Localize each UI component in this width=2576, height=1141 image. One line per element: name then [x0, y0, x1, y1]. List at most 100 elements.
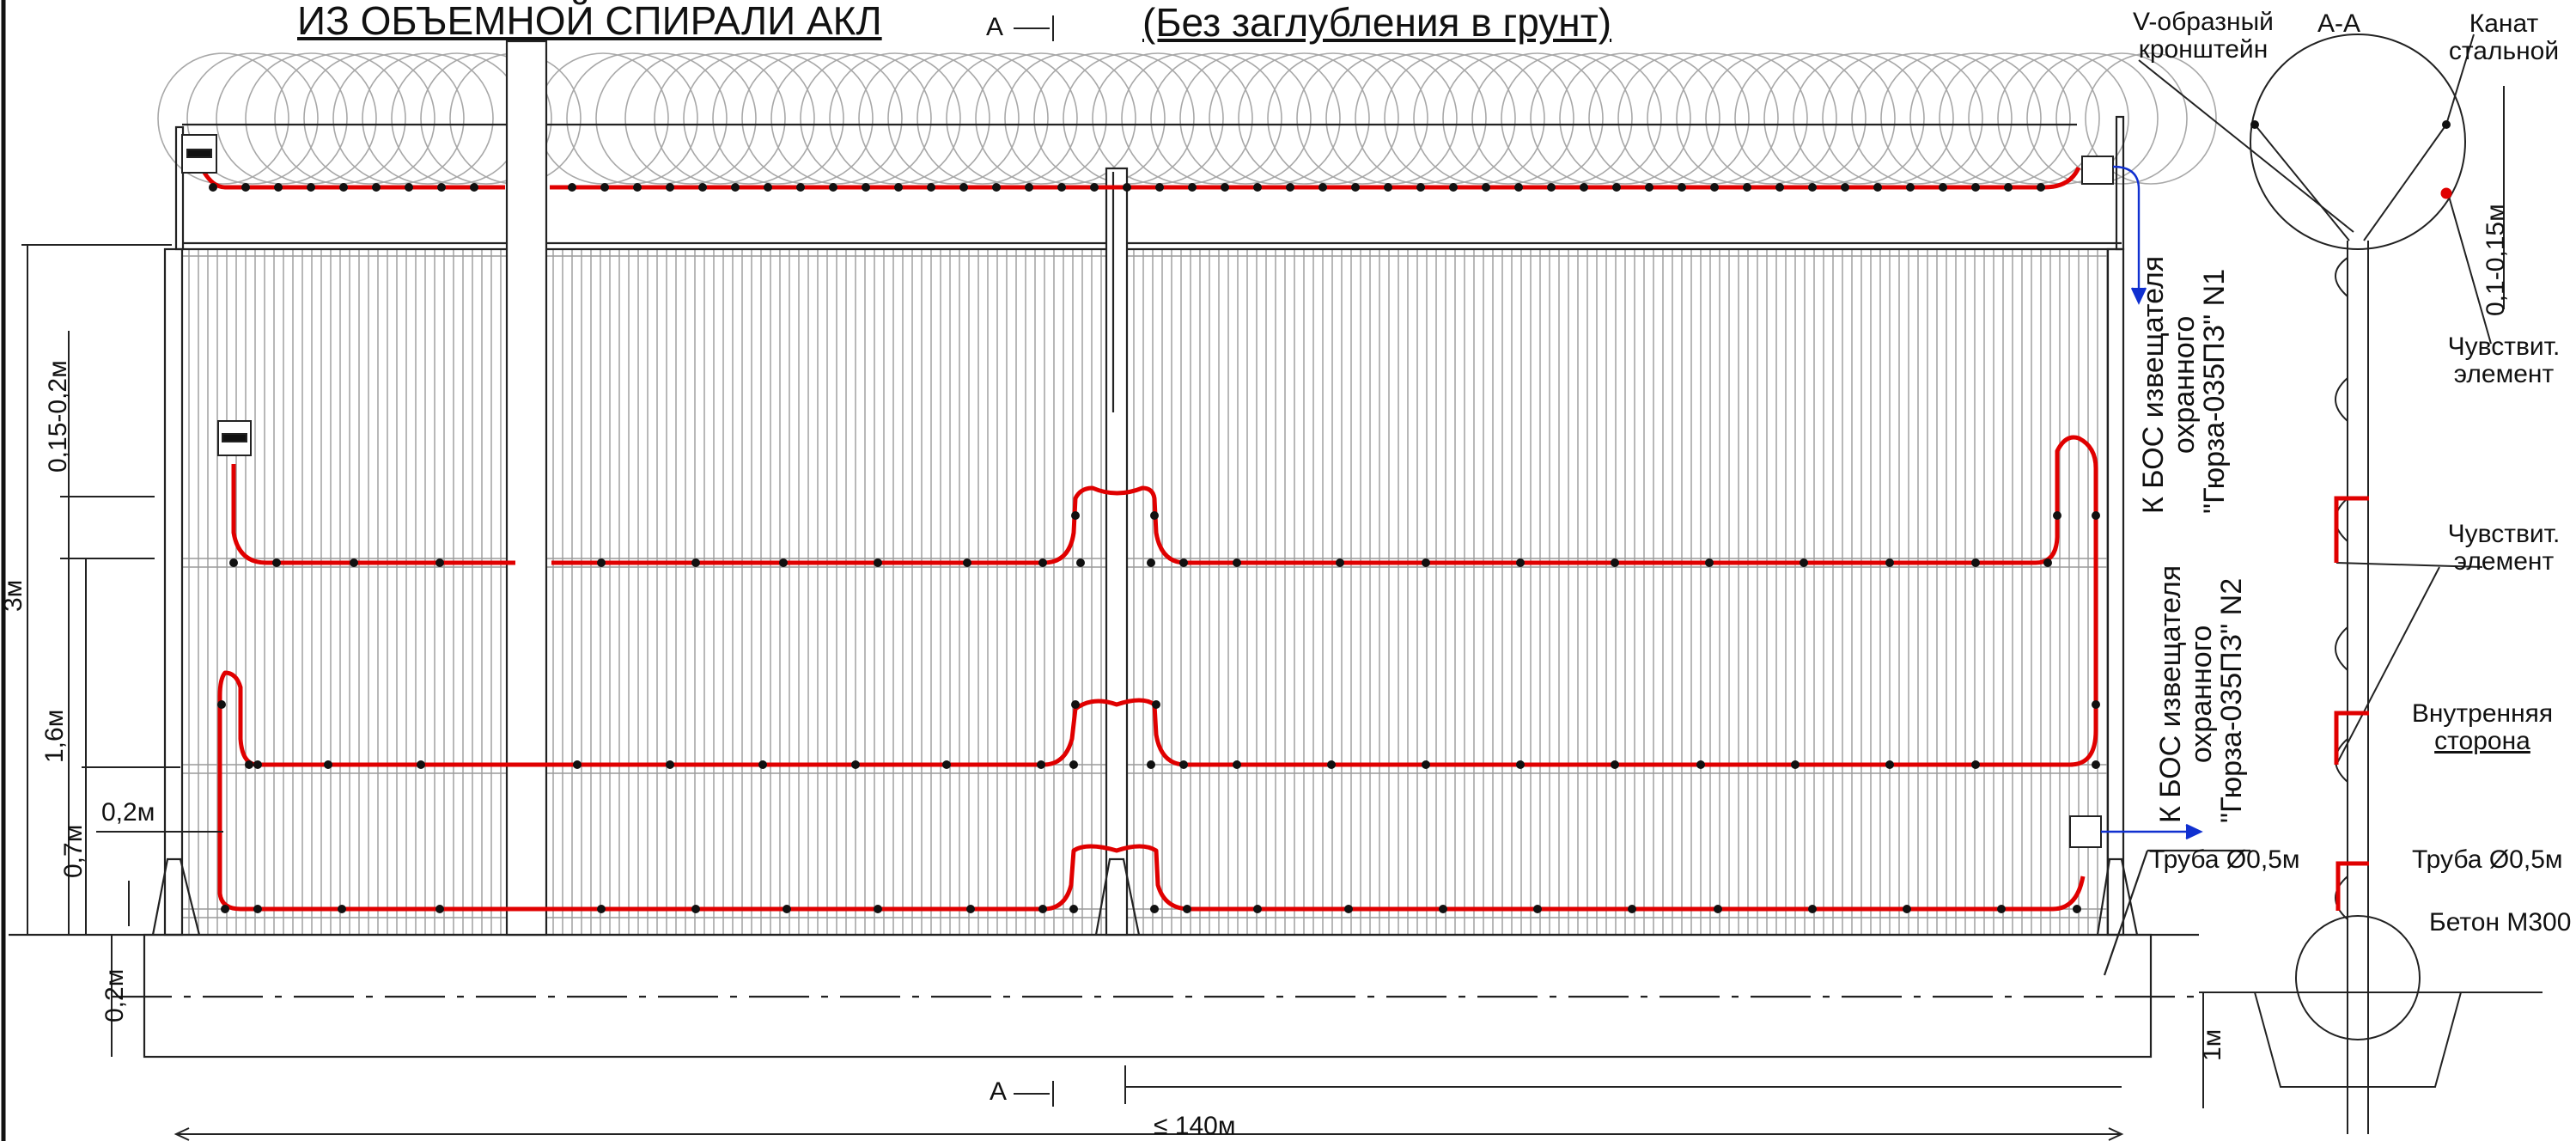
- spiral-loop: [1413, 52, 1545, 185]
- spiral-loop: [1559, 52, 1691, 185]
- bos-n1-line1: К БОС извещателя: [2137, 255, 2170, 514]
- spiral-loop: [216, 52, 348, 185]
- wire-clip: [691, 905, 700, 913]
- wire-clip: [1612, 183, 1621, 192]
- wire-clip: [2004, 183, 2013, 192]
- junction-boxes: [181, 134, 2114, 848]
- wire-clip: [1710, 183, 1719, 192]
- wire-clip: [350, 558, 358, 567]
- sensing-wires: [197, 162, 2098, 912]
- wire-clip: [1150, 905, 1159, 913]
- wire-clip: [927, 183, 935, 192]
- spiral-loop: [595, 52, 728, 185]
- spiral-loop: [1501, 52, 1633, 185]
- mesh-profile: [2335, 257, 2348, 920]
- wire-clip: [1025, 183, 1033, 192]
- wire-clip: [1841, 183, 1849, 192]
- wire-clip: [573, 760, 582, 769]
- wire-clip: [1971, 558, 1980, 567]
- wire-clip: [963, 558, 971, 567]
- wire-clip: [1547, 183, 1556, 192]
- concrete-label: Бетон М300: [2429, 908, 2572, 937]
- section-mark-bottom-label: А: [990, 1077, 1008, 1106]
- spiral-loop: [917, 52, 1049, 185]
- pipe-leader: [2103, 850, 2149, 976]
- wire-clip: [1873, 183, 1882, 192]
- wire-clip: [1038, 558, 1047, 567]
- wire-clip: [796, 183, 805, 192]
- spiral-loop: [1617, 52, 1750, 185]
- spiral-loop: [1238, 52, 1370, 185]
- wire-clip: [1179, 760, 1188, 769]
- wire-clip: [1714, 905, 1722, 913]
- wire-clip: [2092, 511, 2100, 520]
- spiral-loop: [1968, 52, 2100, 185]
- wire-clip: [307, 183, 315, 192]
- wire-clip: [666, 760, 674, 769]
- spiral-loop: [624, 52, 757, 185]
- wire-upper: [217, 435, 2098, 912]
- sensitive-mark-3: [2335, 861, 2369, 911]
- wire-clip: [274, 183, 283, 192]
- leader-sensitive-mid: [2335, 562, 2483, 568]
- wire-clip: [1808, 905, 1817, 913]
- wire-clip: [245, 760, 253, 769]
- wire-clip: [1906, 183, 1915, 192]
- v-bracket-line1: V-образный: [2133, 8, 2274, 36]
- wire-clip: [1580, 183, 1588, 192]
- wire-clip: [1038, 905, 1047, 913]
- spiral-section-circle: [2250, 34, 2466, 250]
- wire-clip: [217, 700, 226, 709]
- wire-clip: [470, 183, 478, 192]
- wire-clip: [338, 905, 346, 913]
- wire-clip: [1147, 558, 1155, 567]
- wire-clip: [666, 183, 674, 192]
- wire-clip: [764, 183, 772, 192]
- wire-clip: [1183, 905, 1191, 913]
- dim-0-7-label: 0,7м: [59, 824, 88, 878]
- wire-clip: [691, 558, 700, 567]
- dim-0-2-label: 0,2м: [101, 798, 155, 827]
- wire-clip: [2092, 760, 2100, 769]
- right-upper-post: [2115, 115, 2125, 251]
- wire-clip: [241, 183, 250, 192]
- wire-clip: [1696, 760, 1705, 769]
- wire-clip: [437, 183, 446, 192]
- wire-clip: [1152, 700, 1160, 709]
- spiral-loop: [1909, 52, 2042, 185]
- sensitive-top-line2: элемент: [2453, 359, 2555, 388]
- inner-line1: Внутренняя: [2411, 699, 2554, 728]
- wire-clip: [1416, 183, 1425, 192]
- bos-n2-label: К БОС извещателя охранного "Гюрза-035ПЗ"…: [2154, 565, 2249, 823]
- wire-clip: [1678, 183, 1686, 192]
- spiral-loop: [1676, 52, 1808, 185]
- wire-clip: [1090, 183, 1099, 192]
- wire-clip: [1351, 183, 1360, 192]
- spiral-loop: [1063, 52, 1195, 185]
- spiral-loop: [887, 52, 1020, 185]
- wire-clip: [1384, 183, 1392, 192]
- inner-line2: сторона: [2434, 726, 2530, 755]
- pipe-section: [2295, 915, 2421, 1040]
- section-detail: [2138, 34, 2543, 1134]
- spiral-loop: [1734, 52, 1867, 185]
- wire-clip: [568, 183, 576, 192]
- spiral-loop: [420, 52, 552, 185]
- spiral-loop: [157, 52, 289, 185]
- rope-label: Канат стальной: [2435, 10, 2573, 64]
- wire-clip: [253, 760, 262, 769]
- wire-clip: [2053, 511, 2061, 520]
- section-sensitive-marks: [2334, 187, 2452, 911]
- wire-clip: [1775, 183, 1784, 192]
- rope-line1: Канат: [2469, 9, 2539, 38]
- bos-n2-line3: "Гюрза-035ПЗ" N2: [2215, 577, 2249, 823]
- spiral-loop: [566, 52, 698, 185]
- spiral-loop: [1267, 52, 1399, 185]
- wire-clip: [1885, 760, 1894, 769]
- spiral-loop: [362, 52, 494, 185]
- wire-clip: [1057, 183, 1066, 192]
- wire-clip: [1808, 183, 1817, 192]
- dim-3m-label: 3м: [0, 579, 27, 612]
- wire-clip: [1645, 183, 1653, 192]
- spiral-loop: [975, 52, 1107, 185]
